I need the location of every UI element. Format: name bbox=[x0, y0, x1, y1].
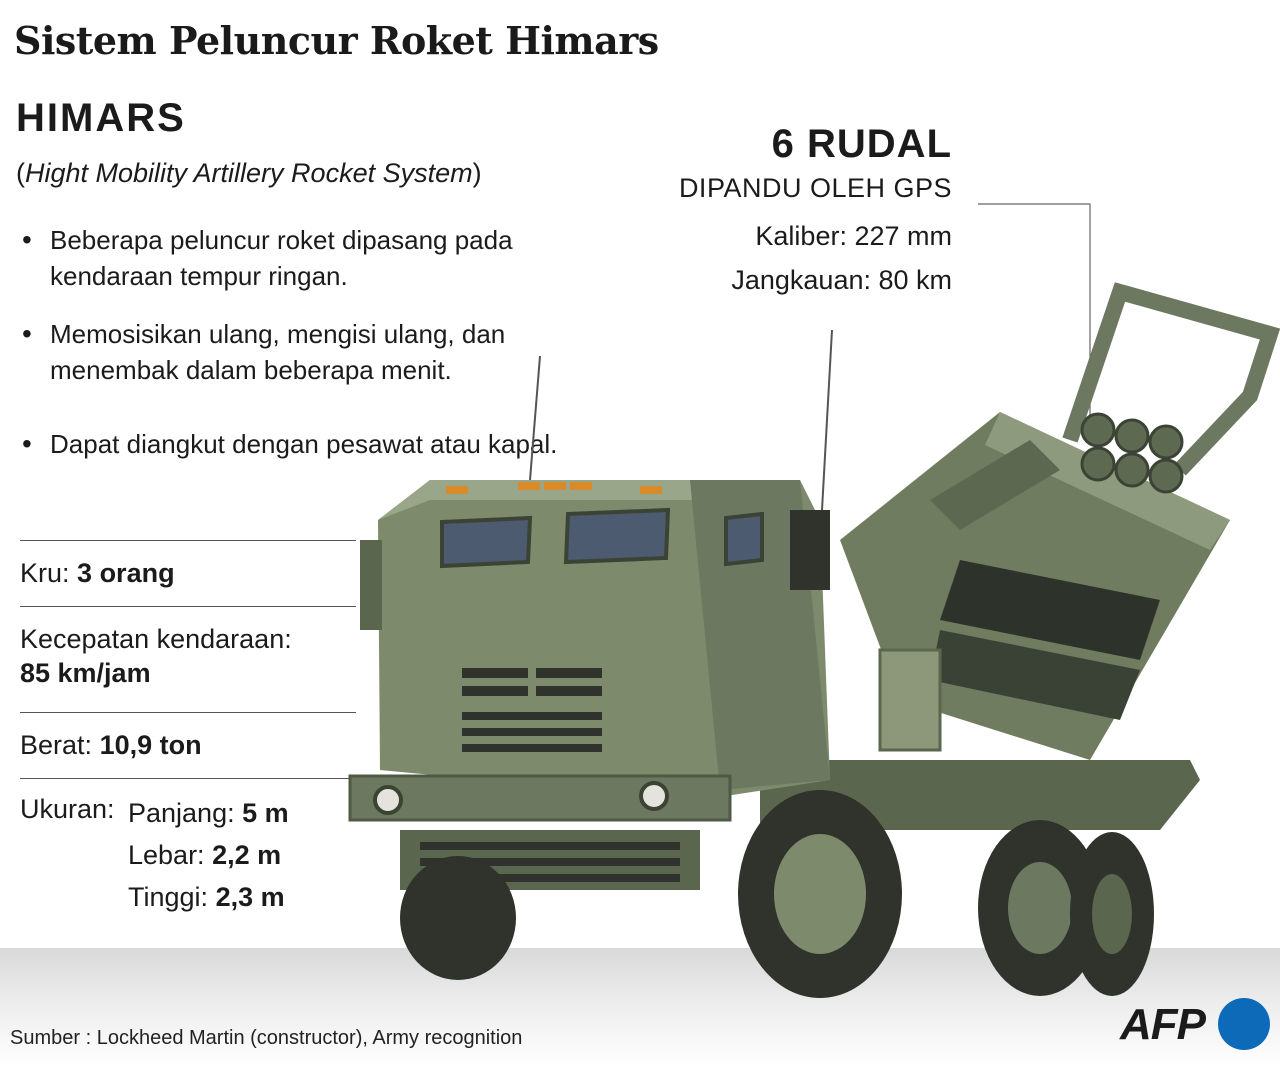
spec-length: Panjang: 5 m bbox=[128, 798, 289, 828]
feature-item: Dapat diangkut dengan pesawat atau kapal… bbox=[20, 426, 557, 462]
system-fullname: (Hight Mobility Artillery Rocket System) bbox=[16, 158, 482, 188]
divider bbox=[20, 540, 356, 541]
reload-frame bbox=[1062, 282, 1280, 476]
feature-item: Memosisikan ulang, mengisi ulang, dan me… bbox=[20, 316, 560, 388]
spec-speed: Kecepatan kendaraan:85 km/jam bbox=[20, 624, 292, 688]
divider bbox=[20, 606, 356, 607]
missile-caliber: Kaliber: 227 mm bbox=[755, 221, 952, 251]
antenna-right bbox=[821, 329, 833, 511]
spec-size-label: Ukuran: bbox=[20, 794, 115, 824]
divider bbox=[20, 778, 356, 779]
windshield-left bbox=[440, 515, 533, 569]
missile-range: Jangkauan: 80 km bbox=[731, 265, 952, 295]
spec-height: Tinggi: 2,3 m bbox=[128, 882, 285, 912]
storage-box bbox=[878, 648, 942, 752]
system-name: HIMARS bbox=[16, 96, 186, 140]
afp-logo-dot bbox=[1218, 998, 1270, 1050]
roof-lights bbox=[446, 482, 662, 494]
spec-dimensions: Panjang: 5 m Lebar: 2,2 m Tinggi: 2,3 m bbox=[128, 792, 289, 918]
wheels bbox=[400, 790, 1154, 998]
afp-logo: AFP bbox=[1120, 996, 1270, 1056]
spec-crew: Kru: 3 orang bbox=[20, 558, 175, 588]
divider bbox=[20, 712, 356, 713]
side-window bbox=[724, 511, 764, 567]
missile-count: 6 RUDAL bbox=[771, 122, 952, 166]
spec-width: Lebar: 2,2 m bbox=[128, 840, 282, 870]
windshield-right bbox=[563, 507, 671, 565]
front-bumper bbox=[348, 774, 732, 890]
missile-tubes bbox=[1080, 412, 1184, 494]
leader-line bbox=[978, 203, 1091, 430]
antenna-left bbox=[529, 355, 541, 481]
feature-item: Beberapa peluncur roket dipasang pada ke… bbox=[20, 222, 560, 294]
missile-guidance: DIPANDU OLEH GPS bbox=[678, 173, 952, 203]
front-grille bbox=[462, 668, 602, 752]
missile-info: 6 RUDAL DIPANDU OLEH GPS Kaliber: 227 mm… bbox=[679, 120, 952, 302]
source-note: Sumber : Lockheed Martin (constructor), … bbox=[10, 1027, 523, 1049]
spec-weight: Berat: 10,9 ton bbox=[20, 730, 202, 760]
headlights bbox=[373, 781, 669, 815]
infographic-title: Sistem Peluncur Roket Himars bbox=[14, 18, 659, 63]
